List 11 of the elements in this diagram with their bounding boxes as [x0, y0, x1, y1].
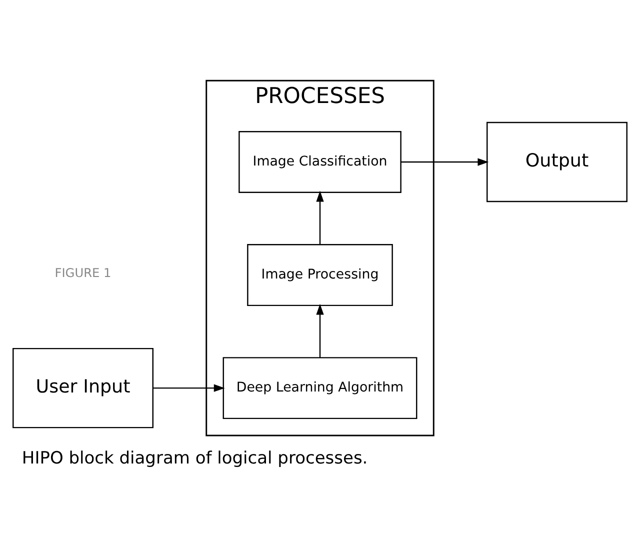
- arrow: [316, 304, 324, 358]
- node-box: User Input: [12, 348, 154, 428]
- node-box: Deep Learning Algorithm: [222, 357, 418, 420]
- arrow: [153, 384, 225, 392]
- node-box: Image Processing: [247, 244, 393, 306]
- arrow: [316, 190, 324, 245]
- arrow: [400, 158, 489, 166]
- node-box: Output: [486, 122, 628, 202]
- label: FIGURE 1: [54, 266, 112, 280]
- caption: HIPO block diagram of logical processes.: [22, 448, 368, 469]
- node-box: Image Classification: [238, 131, 402, 193]
